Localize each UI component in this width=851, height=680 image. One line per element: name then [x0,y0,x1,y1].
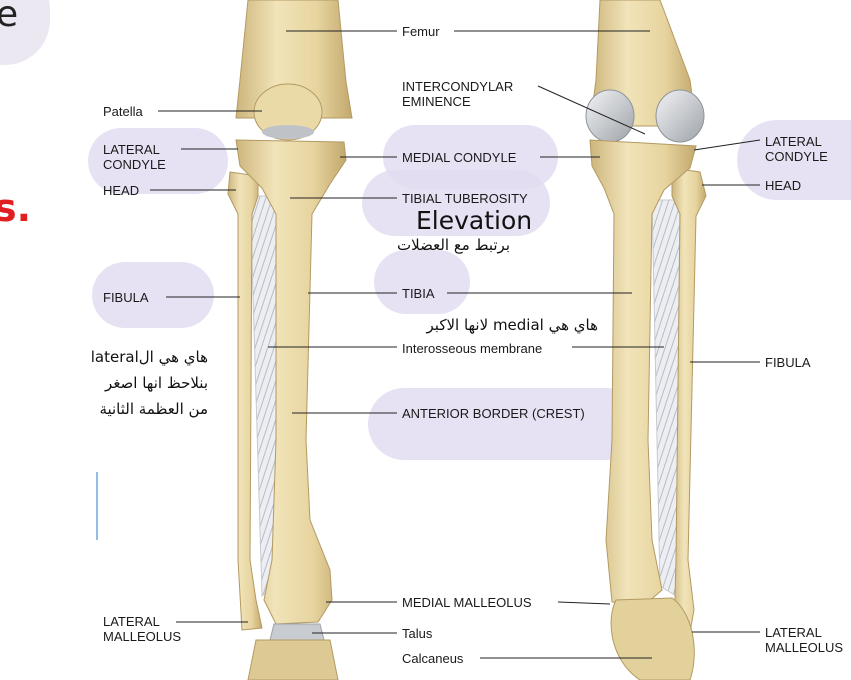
label-medial-malleolus: MEDIAL MALLEOLUS [402,595,532,610]
label-lateral-malleolus-right: LATERAL MALLEOLUS [765,625,843,655]
foot-anterior [248,640,338,680]
label-medial-condyle: MEDIAL CONDYLE [402,150,516,165]
label-lateral-malleolus-right-line2: MALLEOLUS [765,640,843,655]
label-intercondylar-line1: INTERCONDYLAR [402,79,513,94]
label-lateral-condyle-right-line2: CONDYLE [765,149,828,164]
label-intercondylar-line2: EMINENCE [402,94,513,109]
label-lateral-condyle-left-line1: LATERAL [103,142,166,157]
label-anterior-border: ANTERIOR BORDER (CREST) [402,406,585,421]
annotation-medial-note: هاي هي medial لانها الاكبر [344,316,598,334]
label-lateral-condyle-right: LATERAL CONDYLE [765,134,828,164]
annotation-muscles-note: برتبط مع العضلات [354,236,510,254]
label-lateral-malleolus-right-line1: LATERAL [765,625,843,640]
talus-anterior [270,624,324,640]
label-fibula-right: FIBULA [765,355,811,370]
label-tibial-tuberosity: TIBIAL TUBEROSITY [402,191,528,206]
label-lateral-malleolus-left: LATERAL MALLEOLUS [103,614,181,644]
label-patella: Patella [103,104,143,119]
label-talus: Talus [402,626,432,641]
annotation-lateral-note: هاي هي الlateral بنلاحظ انها اصغر من الع… [30,344,208,422]
label-lateral-condyle-left: LATERAL CONDYLE [103,142,166,172]
annotation-lateral-note-line2: بنلاحظ انها اصغر [30,370,208,396]
label-lateral-condyle-right-line1: LATERAL [765,134,828,149]
label-femur: Femur [402,24,440,39]
label-tibia: TIBIA [402,286,435,301]
label-interosseous-membrane: Interosseous membrane [402,341,542,356]
label-calcaneus: Calcaneus [402,651,463,666]
label-head-right: HEAD [765,178,801,193]
label-lateral-malleolus-left-line1: LATERAL [103,614,181,629]
label-head-left: HEAD [103,183,139,198]
label-lateral-condyle-left-line2: CONDYLE [103,157,166,172]
calcaneus-posterior [611,598,694,680]
annotation-lateral-note-line3: من العظمة الثانية [30,396,208,422]
annotation-lateral-note-line1: هاي هي الlateral [30,344,208,370]
annotation-elevation: Elevation [416,206,532,235]
label-lateral-malleolus-left-line2: MALLEOLUS [103,629,181,644]
condyle-cartilage-lateral [656,90,704,142]
condyle-cartilage-medial [586,90,634,142]
label-intercondylar-eminence: INTERCONDYLAR EMINENCE [402,79,513,109]
label-fibula-left: FIBULA [103,290,149,305]
